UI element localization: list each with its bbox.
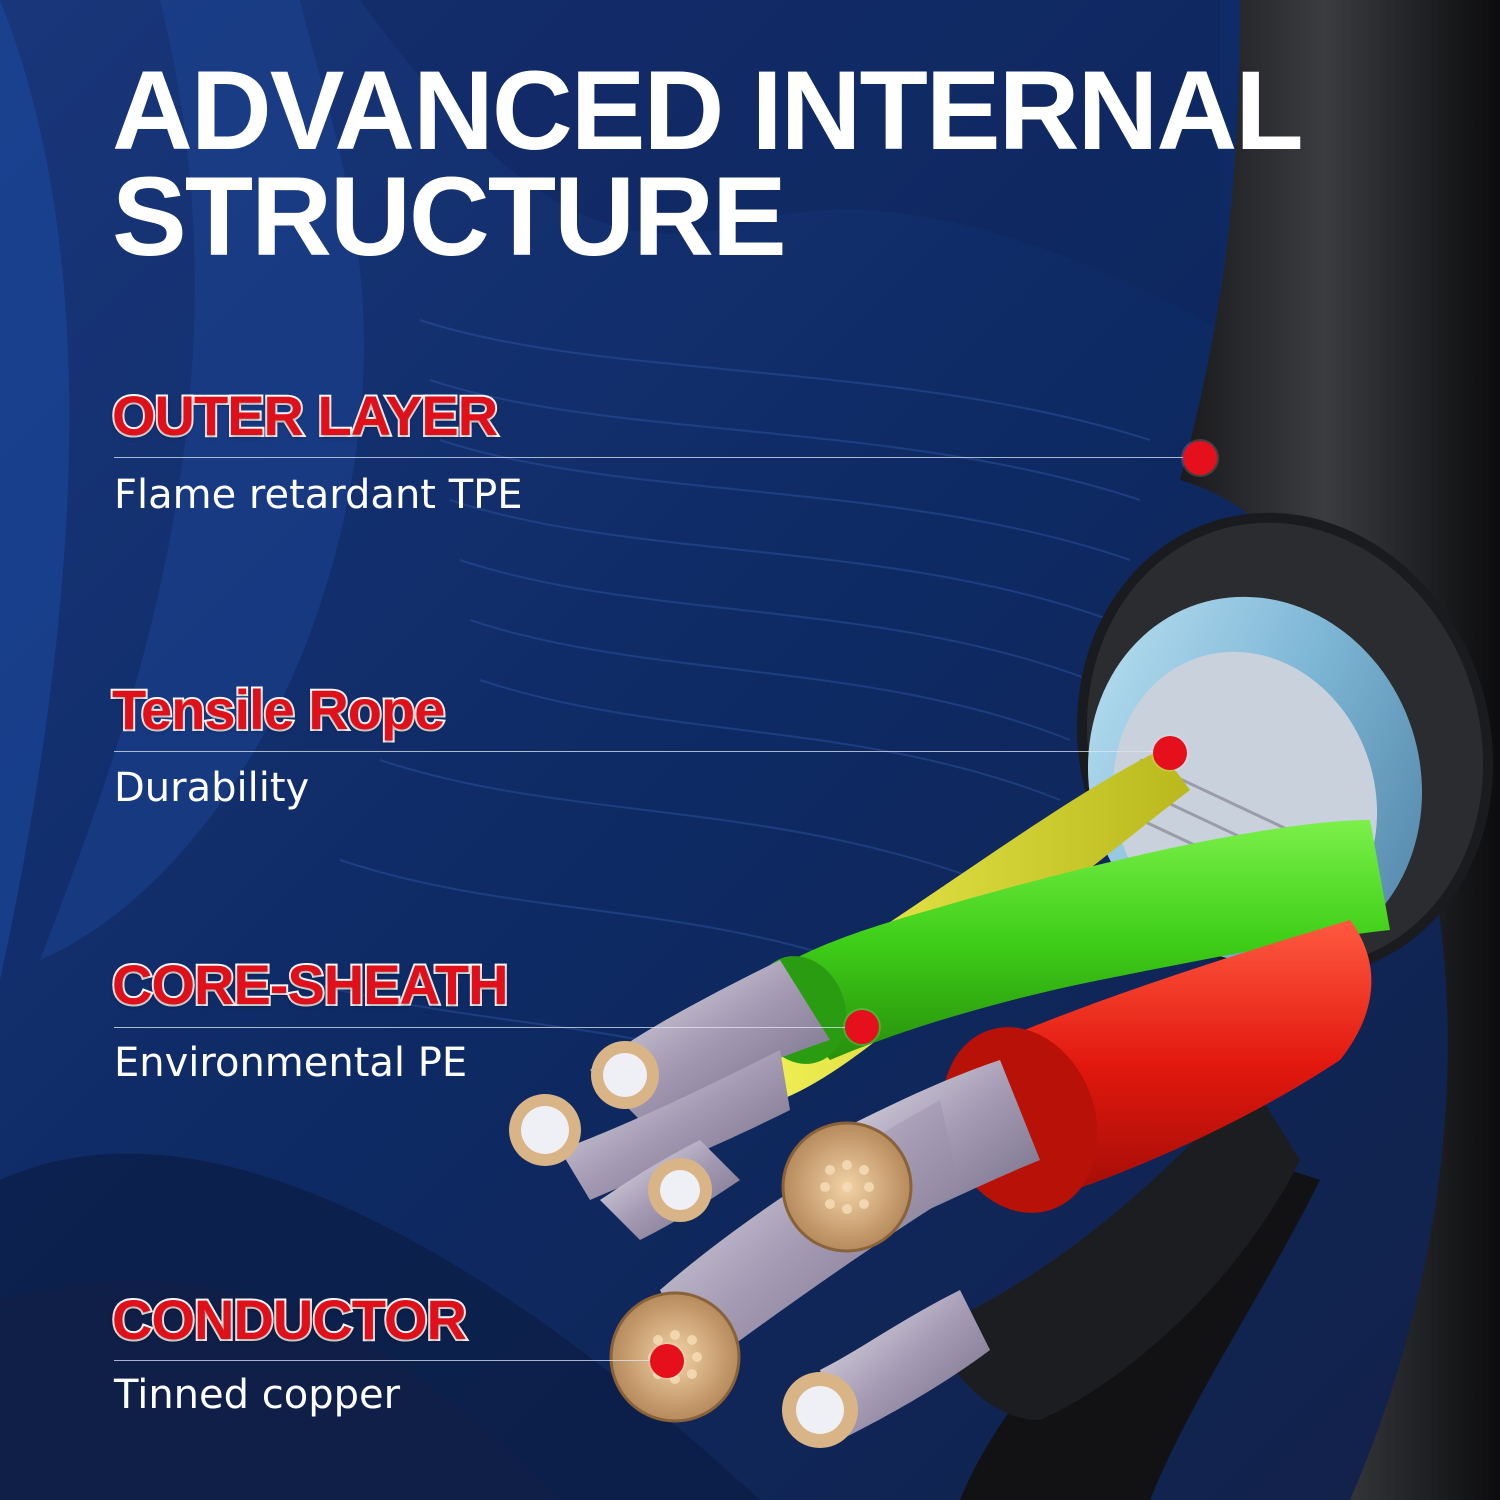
title-line-1: ADVANCED INTERNAL — [112, 48, 1304, 173]
conductor-heading: CONDUCTOR — [110, 1288, 469, 1352]
tensile-rope-heading: Tensile Rope — [110, 678, 447, 742]
tensile-rope-marker-dot — [1153, 736, 1187, 770]
conductor-marker-dot — [650, 1344, 684, 1378]
outer-layer-heading: OUTER LAYER — [110, 384, 500, 448]
tensile-rope-description: Durability — [114, 765, 310, 811]
page-title: ADVANCED INTERNAL STRUCTURE — [112, 48, 1304, 279]
core-sheath-heading: CORE-SHEATH — [110, 953, 511, 1017]
conductor-leader-line — [114, 1360, 650, 1361]
outer-layer-leader-line — [114, 457, 1200, 458]
core-sheath-leader-line — [114, 1027, 846, 1028]
outer-layer-description: Flame retardant TPE — [114, 472, 523, 518]
title-line-2: STRUCTURE — [112, 154, 787, 279]
conductor-description: Tinned copper — [114, 1372, 401, 1418]
core-sheath-marker-dot — [845, 1010, 879, 1044]
core-sheath-description: Environmental PE — [114, 1040, 468, 1086]
tensile-rope-leader-line — [114, 751, 1154, 752]
outer-layer-marker-dot — [1183, 441, 1217, 475]
